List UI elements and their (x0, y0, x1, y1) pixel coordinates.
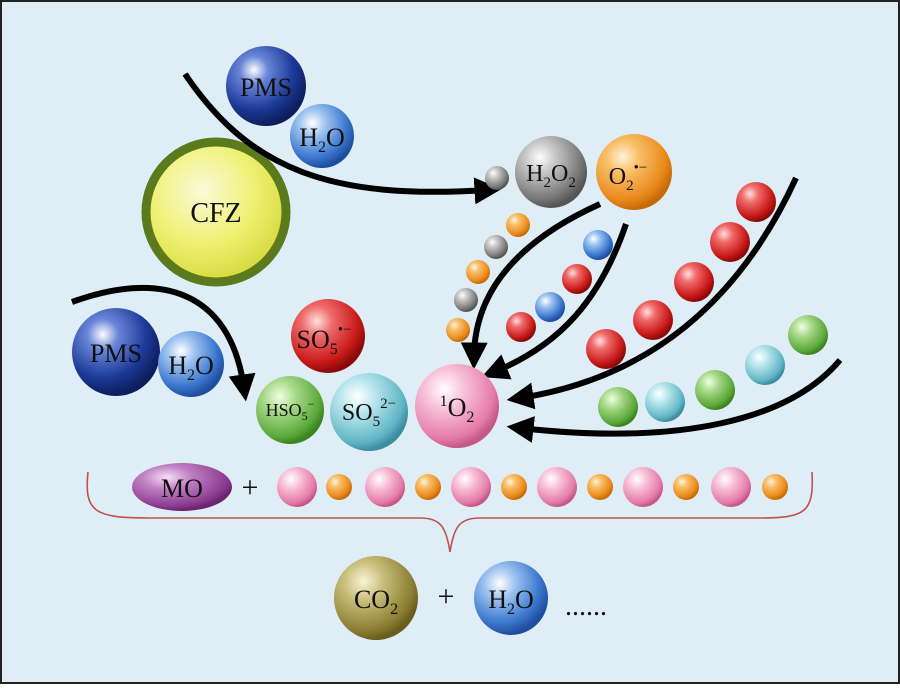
chain-red-4 (710, 222, 750, 262)
row-orange-5 (673, 474, 699, 500)
chain-blue-1 (583, 230, 613, 260)
superoxide-sphere (596, 134, 672, 210)
plus-sign-bottom: + (438, 580, 455, 613)
mo-ellipse (132, 463, 232, 511)
hso5-sphere (256, 376, 324, 444)
hso5-label: HSO5− (266, 397, 315, 423)
plus-sign-top: + (242, 471, 259, 504)
h2o2-sphere (515, 136, 587, 208)
chain-green-2 (695, 370, 735, 410)
cfz-catalyst-sphere (141, 137, 291, 287)
mo-label: MO (161, 474, 203, 503)
row-pink-1 (277, 467, 317, 507)
arrow-chain-red (506, 176, 799, 410)
small-gray-sphere (485, 166, 509, 190)
so5-radical-label: SO5•− (297, 322, 352, 358)
chain-orange-1 (506, 213, 530, 237)
co2-label: CO2 (354, 585, 398, 618)
arrow-chain-redblue (481, 223, 629, 380)
row-orange-2 (415, 474, 441, 500)
chain-red-7 (586, 329, 626, 369)
co2-sphere (334, 556, 418, 640)
arrow-chain-green (506, 358, 843, 443)
h2o-bottom-sphere (474, 561, 548, 635)
row-orange-6 (762, 474, 788, 500)
h2o-left-sphere (158, 331, 224, 397)
chain-gray-2 (454, 288, 478, 312)
chain-green-3 (598, 387, 638, 427)
so5-dianion-label: SO52− (342, 396, 396, 430)
chain-red-3 (736, 182, 776, 222)
row-orange-1 (326, 474, 352, 500)
pms-left-label: PMS (90, 339, 142, 368)
singlet-oxygen-sphere (415, 364, 499, 448)
row-pink-2 (365, 467, 405, 507)
chain-teal-1 (745, 345, 785, 385)
chain-blue-2 (535, 292, 565, 322)
chain-teal-2 (645, 382, 685, 422)
row-pink-6 (711, 467, 751, 507)
row-pink-4 (537, 467, 577, 507)
arrow-top-pms (182, 72, 502, 205)
chain-red-6 (633, 300, 673, 340)
arrow-chain-gray (460, 201, 602, 370)
chain-orange-2 (466, 260, 490, 284)
chain-green-1 (788, 315, 828, 355)
chain-orange-3 (446, 318, 470, 342)
row-pink-5 (623, 467, 663, 507)
row-pink-3 (451, 467, 491, 507)
h2o-top-label: H2O (299, 123, 345, 156)
product-brace (86, 471, 814, 553)
so5-dianion-sphere (330, 373, 408, 451)
so5-radical-sphere (291, 299, 365, 373)
row-orange-4 (587, 474, 613, 500)
arrow-left-pms (70, 284, 256, 402)
chain-red-2 (506, 312, 536, 342)
chain-red-1 (562, 264, 592, 294)
chain-red-5 (674, 262, 714, 302)
row-orange-3 (501, 474, 527, 500)
superoxide-label: O2•− (609, 160, 648, 194)
h2o-bottom-label: H2O (488, 585, 534, 618)
pms-top-sphere (226, 46, 306, 126)
h2o2-label: H2O2 (526, 161, 576, 191)
h2o-top-sphere (290, 104, 354, 168)
pms-top-label: PMS (240, 73, 292, 102)
singlet-oxygen-label: 1O2 (440, 393, 475, 426)
h2o-left-label: H2O (168, 351, 214, 384)
pms-left-sphere (72, 308, 160, 396)
ellipsis-label: ...... (565, 591, 607, 622)
cfz-label: CFZ (190, 198, 241, 229)
chain-gray-1 (484, 235, 508, 259)
